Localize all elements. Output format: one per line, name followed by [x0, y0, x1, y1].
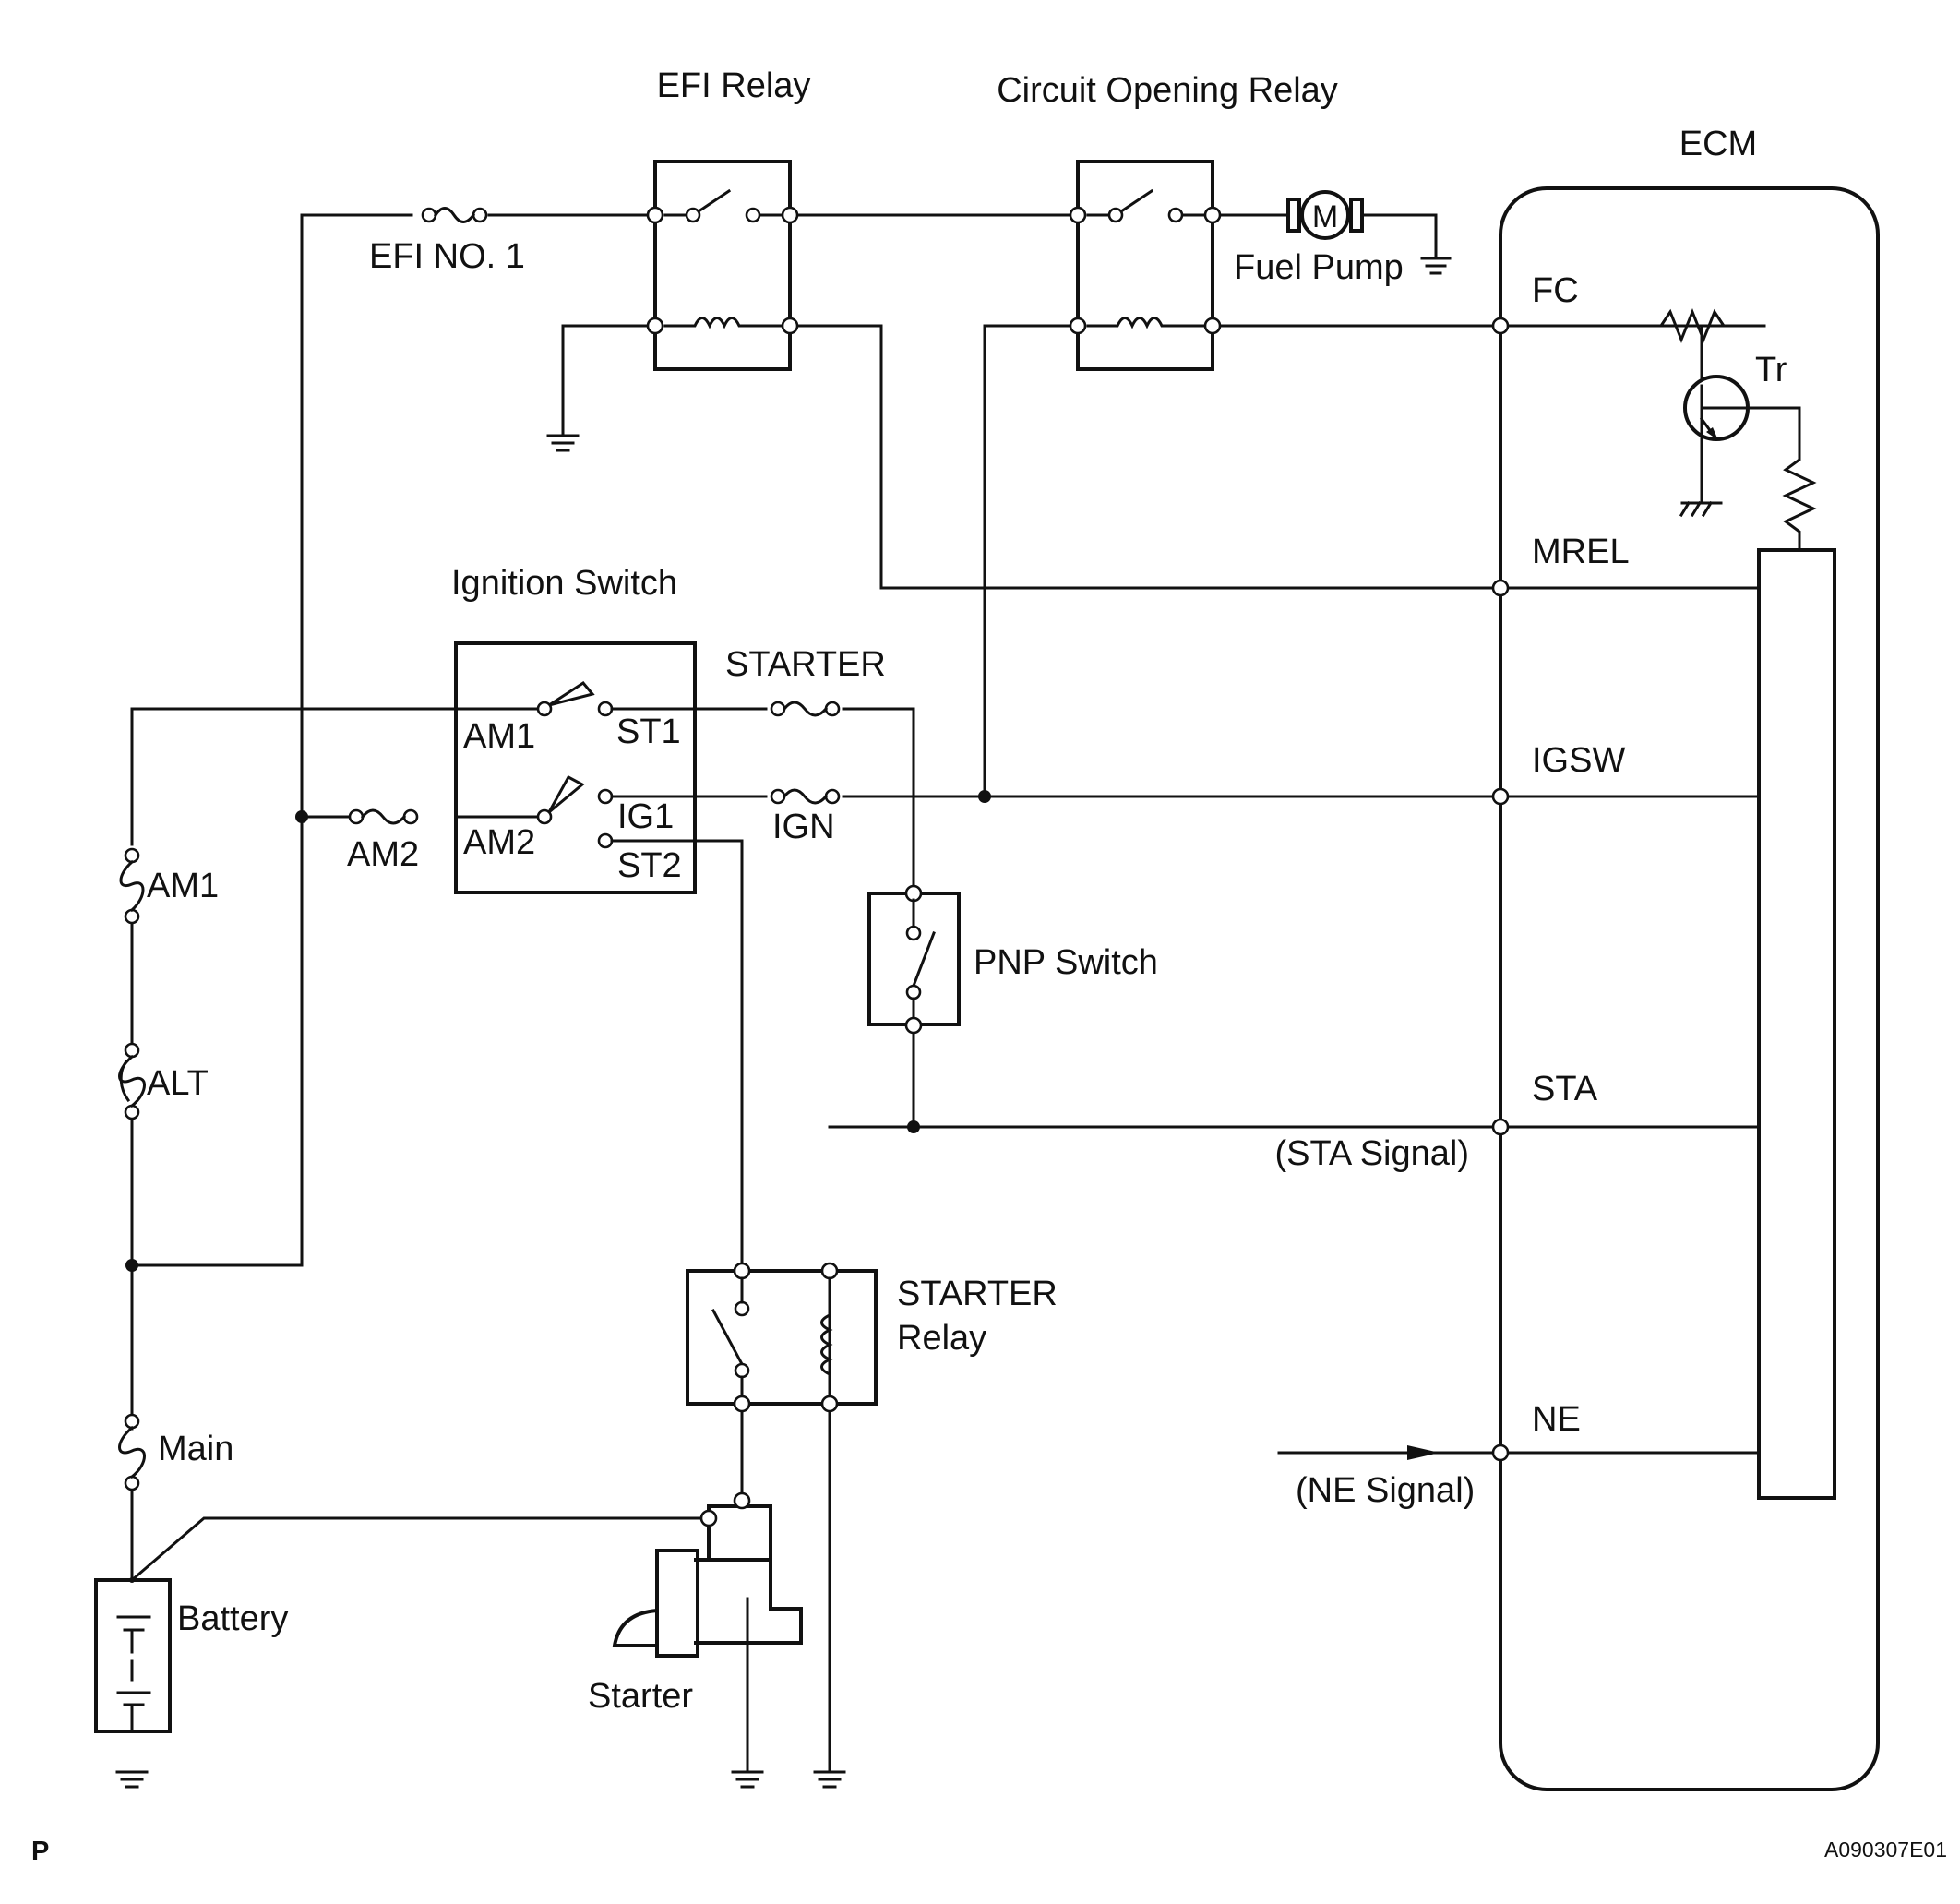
- fuse-alt: [118, 1042, 146, 1120]
- figure-id: A090307E01: [1824, 1838, 1947, 1862]
- ground-starter: [731, 1770, 764, 1789]
- alt-fuse-label: ALT: [147, 1064, 209, 1103]
- ne-terminal-label: NE: [1532, 1400, 1581, 1439]
- fuse-main: [118, 1413, 146, 1491]
- fuel-pump-motor: M: [1286, 190, 1364, 240]
- efi-relay-label: EFI Relay: [657, 66, 811, 105]
- am2-terminal-label: AM2: [463, 823, 535, 862]
- ecm: [1499, 186, 1880, 1791]
- main-fuse-label: Main: [158, 1430, 233, 1468]
- starter-relay-label-line1: STARTER: [897, 1275, 1058, 1313]
- battery-label: Battery: [177, 1599, 288, 1638]
- labels: EFI Relay Circuit Opening Relay ECM EFI …: [31, 66, 1947, 1866]
- ignition-switch: [454, 641, 697, 894]
- st2-terminal-label: ST2: [617, 846, 682, 885]
- efi-relay: [646, 160, 799, 371]
- pnp-switch: [867, 884, 961, 1035]
- igsw-terminal-label: IGSW: [1532, 741, 1625, 780]
- ecm-label: ECM: [1679, 125, 1757, 163]
- ground-transistor: [1679, 500, 1723, 518]
- am1-terminal-label: AM1: [463, 717, 535, 756]
- circuit-opening-relay-label: Circuit Opening Relay: [997, 71, 1338, 110]
- ground-starter-relay: [813, 1770, 846, 1789]
- starter-label: Starter: [588, 1677, 693, 1716]
- fuse-am2: [348, 808, 419, 825]
- wiring: [129, 213, 1817, 1772]
- motor-label: M: [1312, 199, 1338, 234]
- ne-signal-arrow-head: [1407, 1445, 1440, 1460]
- fuse-am1: [119, 847, 145, 925]
- pnp-switch-label: PNP Switch: [974, 943, 1158, 982]
- st1-terminal-label: ST1: [616, 713, 681, 751]
- ignition-switch-label: Ignition Switch: [451, 564, 677, 603]
- am2-fuse-label: AM2: [347, 835, 419, 874]
- sta-terminal-label: STA: [1532, 1070, 1598, 1108]
- junction-dots: [125, 790, 991, 1272]
- starter-fuse-label: STARTER: [725, 645, 886, 684]
- fuse-starter: [770, 701, 841, 717]
- fc-terminal-label: FC: [1532, 271, 1579, 310]
- starter-relay: [686, 1262, 878, 1413]
- fuse-efi-no1: [421, 207, 488, 223]
- circuit-opening-relay: [1069, 160, 1222, 371]
- ground-efi-relay: [546, 434, 580, 452]
- fuse-ign: [770, 788, 841, 805]
- starter-relay-label-line2: Relay: [897, 1319, 986, 1358]
- ig1-terminal-label: IG1: [617, 797, 674, 836]
- starter-motor: [612, 1491, 803, 1658]
- ground-fuel-pump: [1420, 257, 1452, 275]
- ecm-terminals: [1491, 317, 1510, 1462]
- fuel-pump-label: Fuel Pump: [1234, 248, 1404, 287]
- tr-label: Tr: [1755, 351, 1787, 389]
- corner-mark-p: P: [31, 1837, 49, 1866]
- ign-fuse-label: IGN: [772, 808, 835, 846]
- am1-fuse-label: AM1: [147, 867, 219, 905]
- efi-no1-fuse-label: EFI NO. 1: [369, 237, 525, 276]
- sta-signal-label: (STA Signal): [1275, 1134, 1469, 1173]
- ne-signal-label: (NE Signal): [1296, 1471, 1475, 1510]
- ground-battery: [115, 1770, 149, 1789]
- mrel-terminal-label: MREL: [1532, 533, 1630, 571]
- battery: [94, 1577, 172, 1733]
